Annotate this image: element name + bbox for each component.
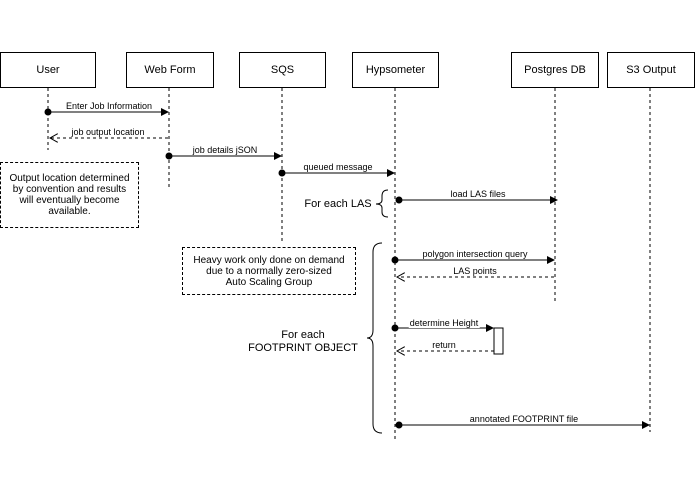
- note-output-location: Output location determined by convention…: [0, 162, 139, 228]
- group-label-for-each-las: For each LAS: [304, 198, 372, 210]
- brace-for-each-las: [375, 189, 389, 218]
- label-job-details-json: job details jSON: [191, 145, 259, 155]
- participant-hypsometer: Hypsometer: [352, 52, 439, 88]
- group-label-line: For each: [281, 329, 325, 341]
- participant-sqs: SQS: [239, 52, 326, 88]
- note-line: by convention and results: [12, 184, 127, 195]
- label-enter-job-info: Enter Job Information: [64, 101, 154, 111]
- note-line: due to a normally zero-sized: [206, 265, 332, 277]
- participant-postgres-db: Postgres DB: [511, 52, 599, 88]
- group-label-line: FOOTPRINT OBJECT: [248, 342, 358, 354]
- label-polygon-intersection-query: polygon intersection query: [421, 249, 529, 259]
- note-line: will eventually become: [19, 195, 120, 206]
- label-queued-message: queued message: [302, 162, 374, 172]
- label-annotated-footprint-file: annotated FOOTPRINT file: [468, 414, 580, 424]
- brace-for-each-footprint: [366, 242, 383, 434]
- label-job-output-location: job output location: [70, 127, 146, 137]
- participant-user: User: [0, 52, 96, 88]
- activation-box: [493, 327, 504, 355]
- label-load-las-files: load LAS files: [449, 189, 507, 199]
- note-line: available.: [48, 206, 91, 217]
- participant-s3-output: S3 Output: [607, 52, 695, 88]
- participant-web-form: Web Form: [126, 52, 214, 88]
- group-label-for-each-footprint: For each FOOTPRINT OBJECT: [240, 329, 366, 355]
- note-line: Auto Scaling Group: [225, 276, 313, 288]
- note-line: Heavy work only done on demand: [193, 254, 345, 266]
- note-line: Output location determined: [9, 173, 130, 184]
- label-las-points: LAS points: [452, 266, 498, 276]
- label-return: return: [431, 340, 457, 350]
- note-heavy-work: Heavy work only done on demand due to a …: [182, 247, 356, 295]
- label-determine-height: determine Height: [408, 318, 480, 328]
